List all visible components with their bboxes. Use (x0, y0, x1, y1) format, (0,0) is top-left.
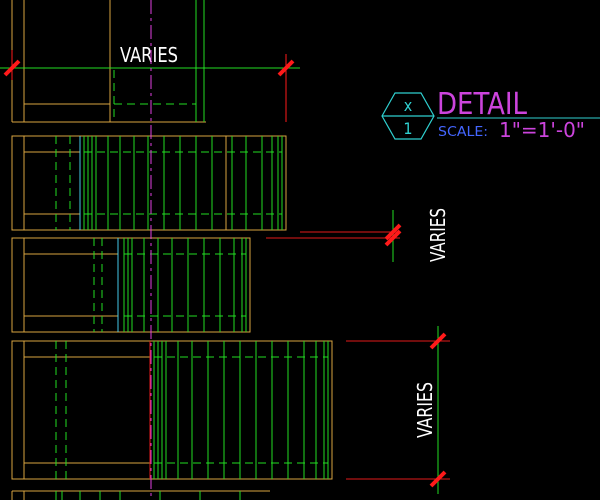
dimension-right-lower-label: VARIES (413, 382, 437, 438)
scale-label: SCALE: (438, 125, 488, 140)
panel-3-hatch (93, 238, 247, 332)
dimension-right-lower (346, 326, 450, 494)
detail-callout: x 1 DETAIL SCALE: 1"=1'-0" (381, 87, 600, 142)
panel-1-hatch (113, 0, 205, 122)
panel-5 (11, 490, 270, 500)
dimension-top (0, 50, 300, 122)
panel-2-hatch (55, 136, 283, 230)
panel-2 (11, 135, 287, 231)
panel-3 (11, 237, 251, 333)
dimension-right-upper-label: VARIES (426, 208, 450, 262)
detail-title: DETAIL (437, 87, 527, 122)
detail-number: x (404, 96, 413, 115)
scale-value: 1"=1'-0" (499, 118, 585, 142)
dimension-top-label: VARIES (120, 43, 178, 67)
panel-4 (11, 340, 333, 480)
dimension-right-upper (266, 210, 402, 262)
detail-sheet: 1 (403, 119, 412, 138)
panel-4-hatch (55, 341, 329, 479)
